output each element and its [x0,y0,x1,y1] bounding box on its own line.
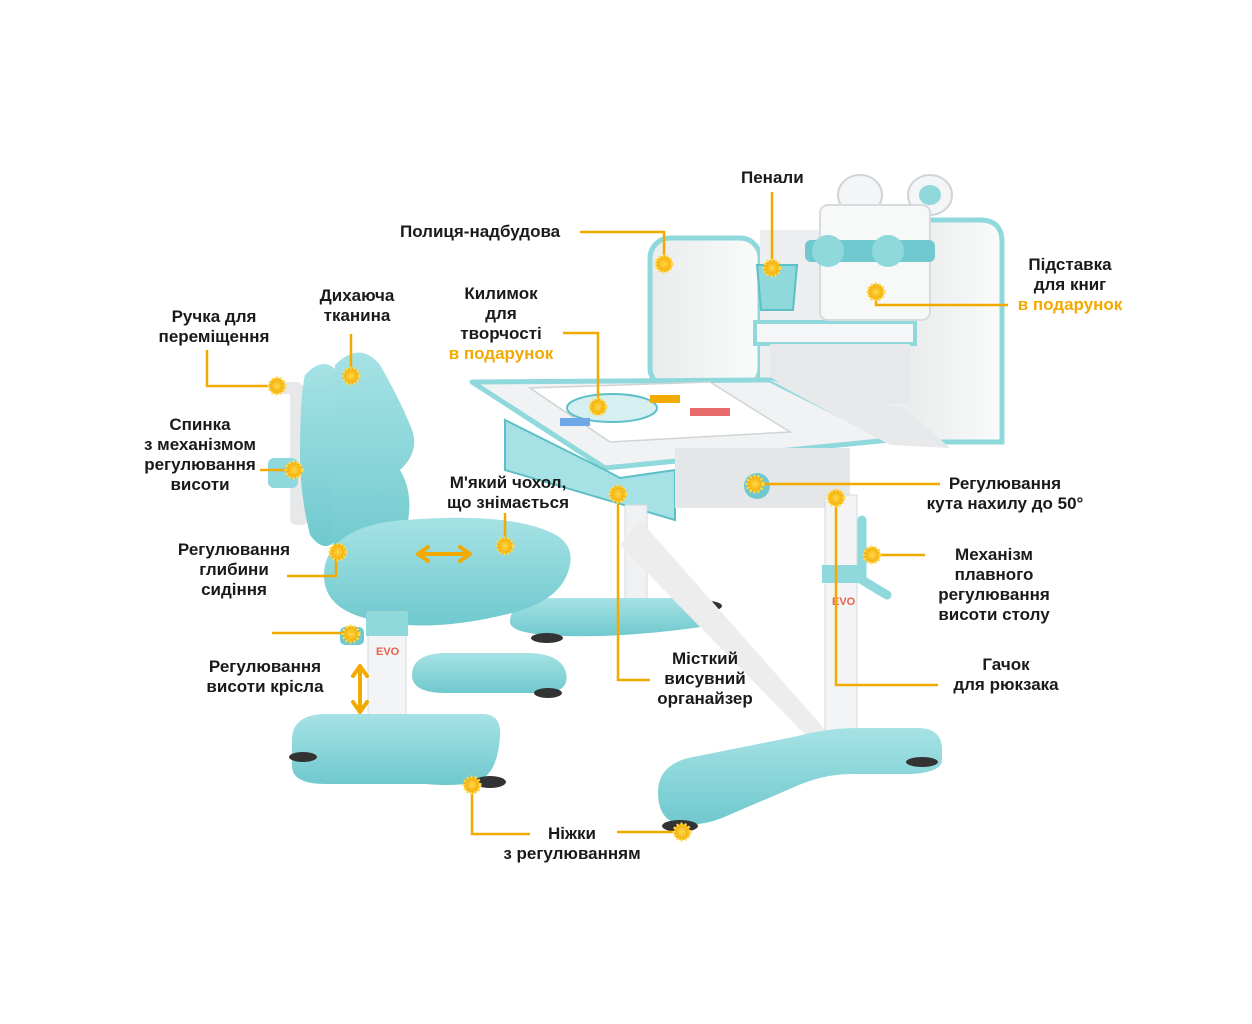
desk-foot-left [510,598,720,637]
creative-mat-gift-text: в подарунок [448,344,554,363]
hotspot-chair-height[interactable] [341,624,361,644]
pencil-cup [755,264,799,311]
label-breathable: Дихаюча тканина [319,286,395,325]
hotspot-backrest[interactable] [284,460,304,480]
desk-logo: EVO [832,596,856,608]
book-stand [805,174,953,321]
hotspot-feet-chair[interactable] [462,775,482,795]
label-hook: Гачок для рюкзака [953,655,1059,694]
hotspot-breathable[interactable] [341,366,361,386]
label-feet: Ніжки з регулюванням [503,824,641,863]
chair-logo: EVO [376,646,400,658]
chair-foot-front [292,714,501,785]
label-creative-mat: Килимок для творчості в подарунок [440,284,562,364]
hotspot-creative-mat[interactable] [588,397,608,417]
desk-crossbar [620,520,830,760]
desk-foot-right [658,728,942,825]
label-shelf: Полиця-надбудова [400,222,561,241]
chair-foot-rear [412,653,567,693]
shelf-board [753,320,917,346]
hotspot-feet-desk[interactable] [672,822,692,842]
label-chair-height: Регулювання висоти крісла [206,657,324,696]
label-height-mech: Механізм плавного регулювання висоти сто… [938,545,1050,624]
hotspot-handle[interactable] [267,376,287,396]
label-book-stand: Підставка для книг в подарунок [1010,255,1130,315]
desk-leg-right [824,494,858,741]
hotspot-organizer[interactable] [608,484,628,504]
label-backrest: Спинка з механізмом регулювання висоти [144,415,256,494]
hotspot-pencil-cases[interactable] [762,258,782,278]
hotspot-tilt[interactable] [745,474,765,494]
label-seat-depth: Регулювання глибини сидіння [177,540,291,599]
hotspot-soft-cover[interactable] [495,536,515,556]
desk-top-right [770,380,950,448]
label-pencil-cases: Пенали [741,168,804,187]
label-soft-cover: М'який чохол, що знімається [446,473,569,512]
hotspot-shelf[interactable] [654,254,674,274]
hotspot-seat-depth[interactable] [328,542,348,562]
hotspot-markers [267,254,886,842]
height-collar [822,565,860,583]
chair-collar [366,612,408,636]
label-handle: Ручка для переміщення [158,307,270,346]
height-crank [857,515,892,600]
hotspot-book-stand[interactable] [866,282,886,302]
chair-height-arrow [351,664,369,714]
label-organizer: Місткий висувний органайзер [657,649,753,708]
label-tilt: Регулювання кута нахилу до 50° [926,474,1084,513]
book-stand-gift-text: в подарунок [1017,295,1123,314]
desk: EVO [469,174,1005,832]
hotspot-height-mech[interactable] [862,545,882,565]
callout-lines [205,192,1008,836]
hotspot-hook[interactable] [826,488,846,508]
chair-backrest-right [331,352,415,560]
seat-depth-arrow [416,545,472,563]
